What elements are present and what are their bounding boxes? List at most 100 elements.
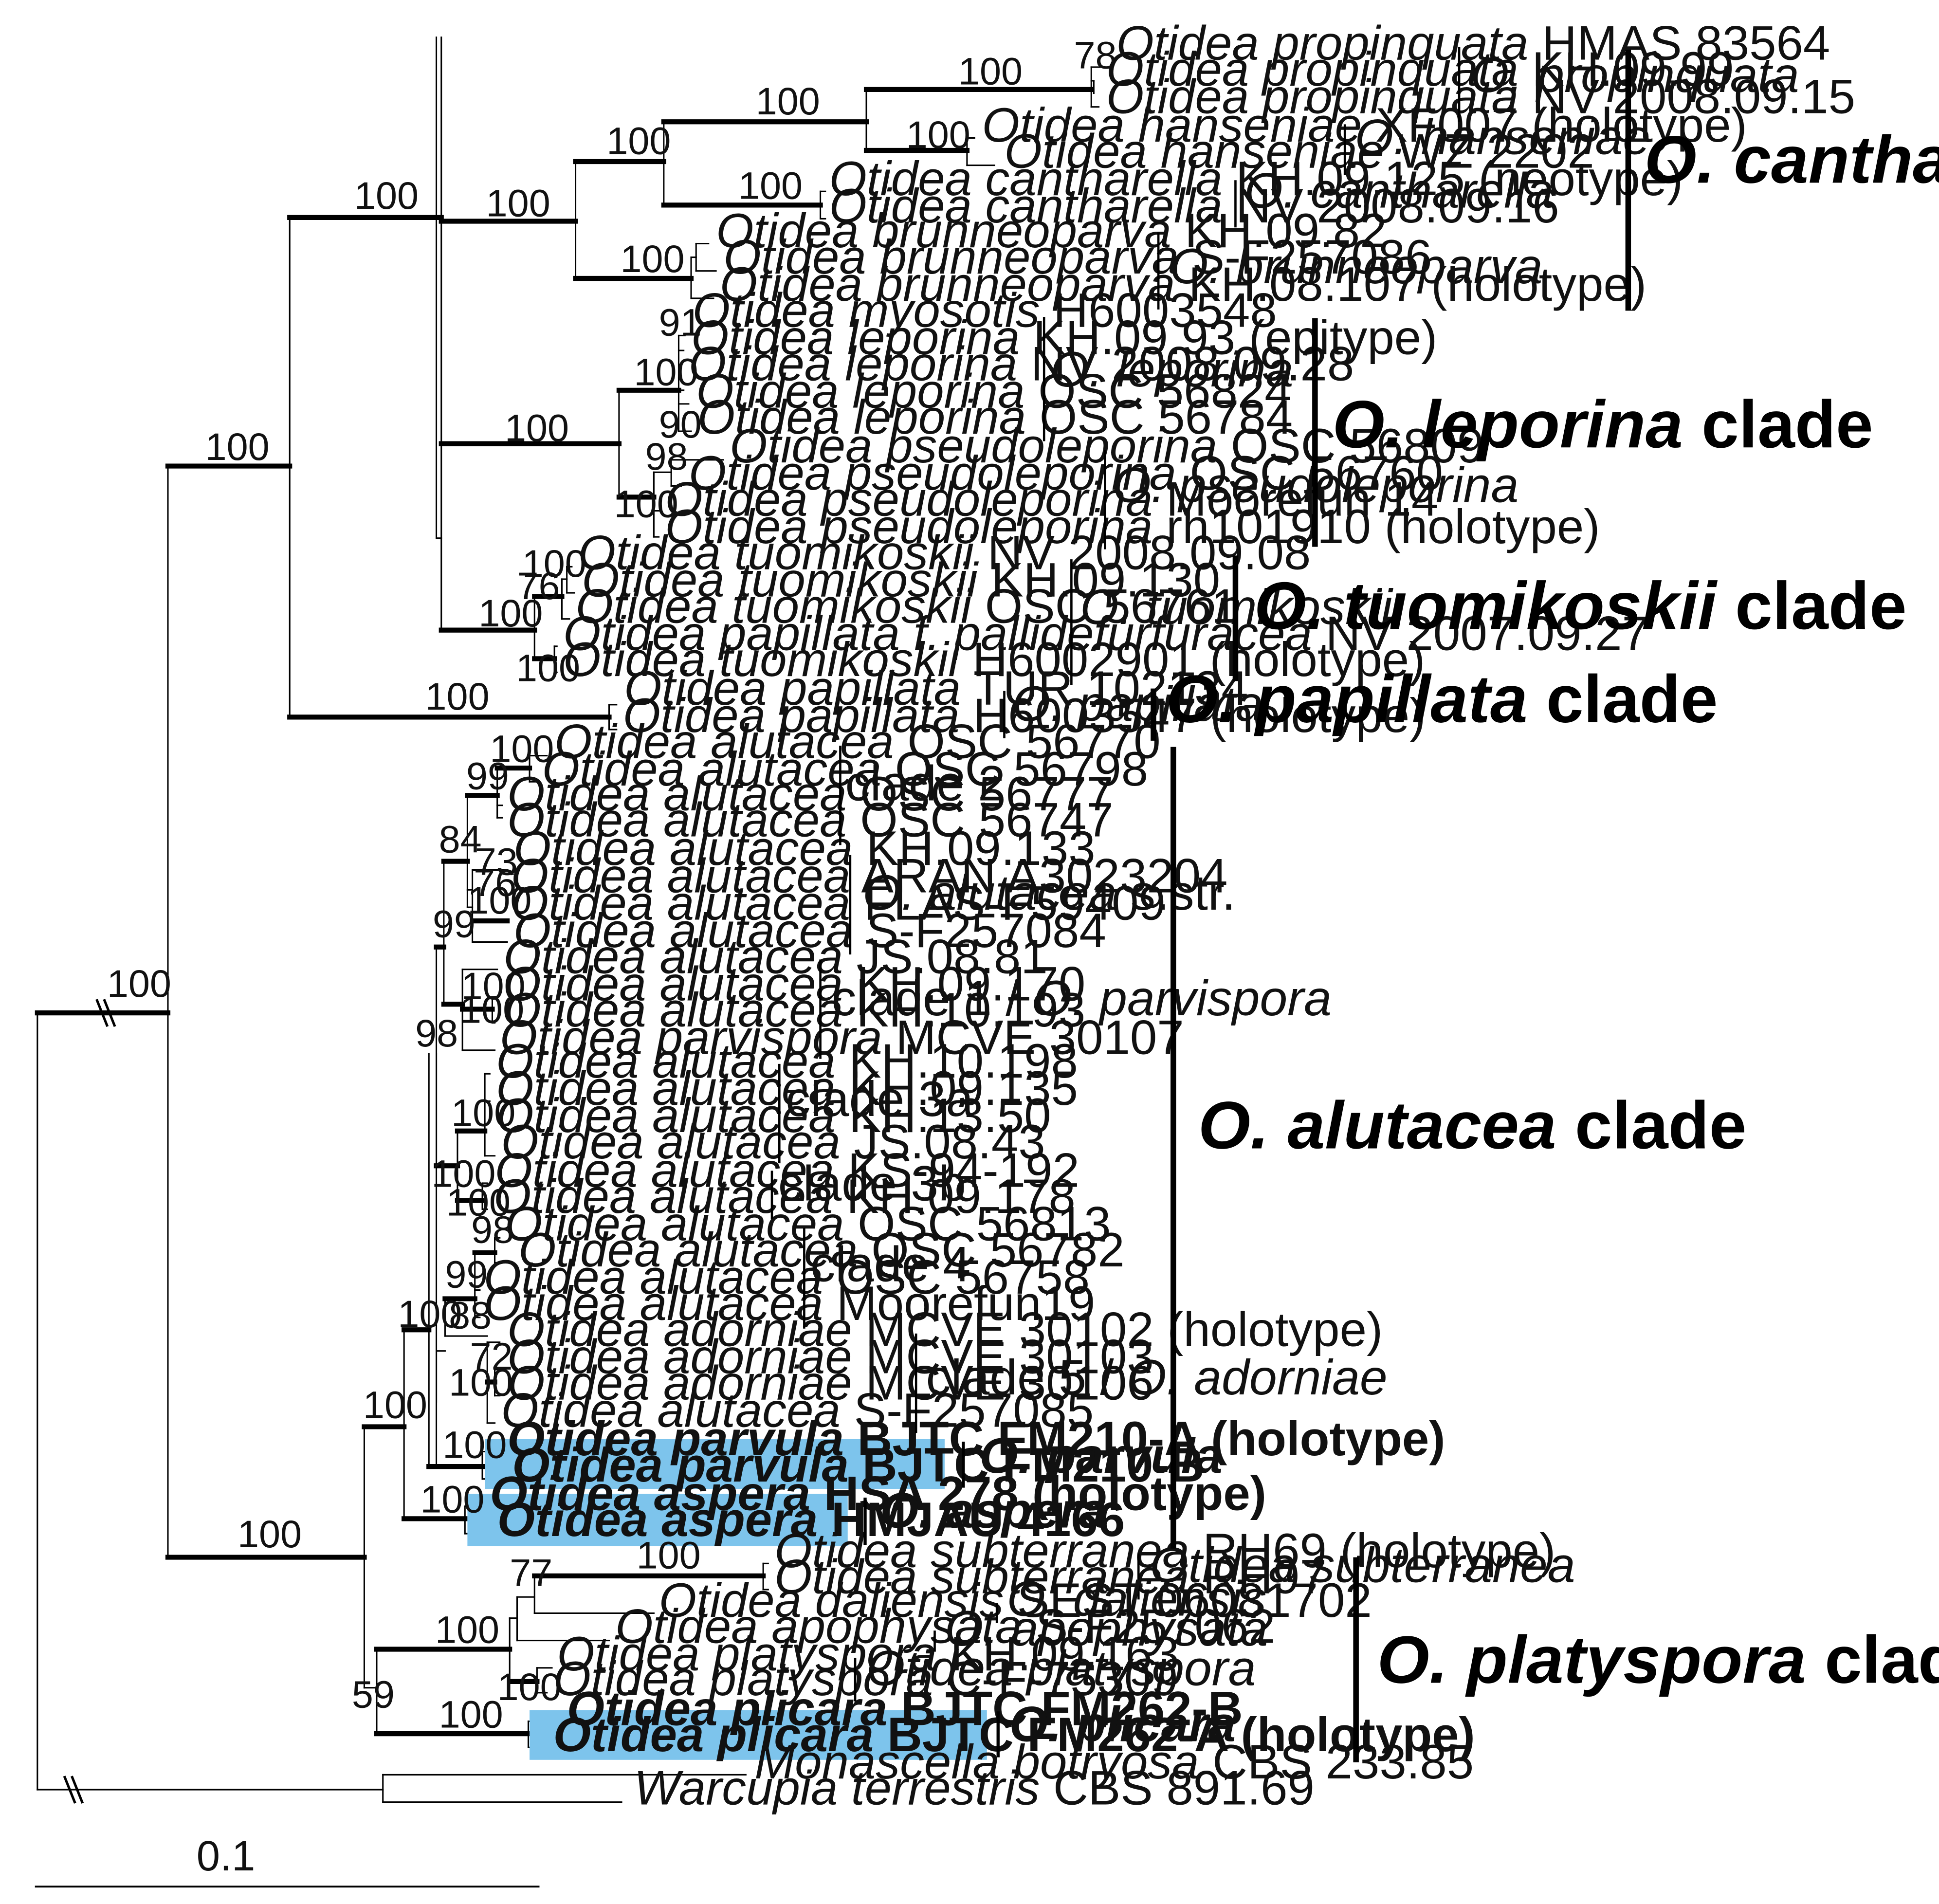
- taxon-label: Otidea platyspora KH.09.163: [557, 1627, 1179, 1681]
- branch-break-mark: [95, 999, 109, 1027]
- bootstrap-value: 100: [606, 119, 671, 163]
- taxon-label: Otidea leporina KH.09.93 (epitype): [691, 311, 1437, 365]
- new-species-highlight: [485, 1439, 945, 1489]
- bootstrap-value: 100: [451, 1091, 515, 1134]
- bootstrap-value: 99: [466, 754, 509, 797]
- species-group-label: Otidea subterranea: [1150, 1538, 1575, 1593]
- species-group-label: O. apophysata: [945, 1601, 1268, 1656]
- bootstrap-value: 100: [460, 988, 524, 1031]
- bootstrap-value: 73: [475, 840, 518, 883]
- taxon-label: Otidea hanseniae XF007 (holotype): [982, 98, 1747, 152]
- taxon-label: Otidea alutacea ARAN A3023204: [511, 849, 1228, 903]
- taxon-label: Otidea propinquata NV 2008.09.15: [1106, 70, 1855, 124]
- taxon-label: Otidea pseudoleporina Moorefun 14: [665, 473, 1438, 527]
- bootstrap-value: 100: [435, 1608, 499, 1651]
- taxon-label: Otidea parvula BJTC FM210-A (holotype): [507, 1412, 1445, 1466]
- taxon-label: Otidea alutacea JS.08.43: [501, 1115, 1045, 1169]
- bootstrap-value: 100: [516, 646, 580, 689]
- bootstrap-value: 100: [431, 1152, 495, 1195]
- branch-break-mark: [103, 999, 116, 1027]
- taxon-label: Otidea alutacea Moorefun19: [484, 1277, 1096, 1331]
- taxon-label: Otidea plicara BJTC FM262-B: [567, 1682, 1243, 1736]
- bootstrap-value: 100: [354, 174, 419, 217]
- new-species-highlight: [530, 1710, 987, 1760]
- taxon-label: Otidea hanseniae WZ 2202: [1004, 125, 1594, 179]
- taxon-label: Otidea parvispora MCVE 30107: [500, 1010, 1184, 1064]
- bootstrap-value: 98: [645, 435, 688, 478]
- bootstrap-value: 100: [505, 406, 569, 450]
- major-clade-label: O. tuomikoskii clade: [1254, 568, 1907, 643]
- taxon-label: Otidea alutacea JS.08.81: [503, 930, 1047, 984]
- taxon-label: Otidea leporina OSC 56824: [696, 365, 1291, 419]
- bootstrap-value: 78: [1074, 33, 1116, 76]
- species-group-label: O. daliensis: [1007, 1571, 1267, 1627]
- bootstrap-value: 100: [425, 675, 490, 718]
- species-group-label: clade 4: [810, 1237, 970, 1292]
- tree-branches: [35, 37, 1112, 1804]
- taxon-label: Otidea alutacea KH.09.133: [513, 822, 1096, 876]
- bootstrap-value: 100: [205, 425, 270, 468]
- taxon-label: Otidea leporina NV 2008.09.28: [689, 337, 1354, 391]
- species-group-label: O. hanseniae: [1355, 110, 1651, 165]
- taxon-label: Otidea subterranea RH69 (holotype): [774, 1524, 1555, 1578]
- bootstrap-value: 88: [449, 1294, 492, 1337]
- species-group-label: clade 3a: [786, 1071, 973, 1127]
- bootstrap-value: 100: [637, 1534, 701, 1577]
- species-group-label: O. alutacea s.str.: [862, 865, 1235, 920]
- taxon-label: Otidea subterranea RH97: [774, 1550, 1327, 1604]
- taxon-label: Otidea tuomikoskii NV 2008.09.08: [578, 526, 1311, 580]
- taxon-label: Otidea propinquata HMAS 83564: [1116, 17, 1830, 71]
- taxon-label: Otidea papillata TUR 102134: [624, 661, 1248, 715]
- major-clade-label: O. cantharella clade: [1645, 122, 1939, 197]
- bootstrap-value: 76: [517, 564, 560, 607]
- taxon-label: Otidea adorniae MCVE 30103: [507, 1330, 1154, 1384]
- bootstrap-value: 100: [620, 237, 684, 280]
- bootstrap-value: 100: [442, 1423, 507, 1466]
- taxon-label: Otidea alutacea S-F257084: [513, 904, 1106, 958]
- bootstrap-value: 90: [659, 403, 702, 446]
- taxon-label: Otidea brunneoparva KH.09.82: [716, 204, 1387, 258]
- bootstrap-value: 100: [467, 879, 531, 922]
- major-clade-label: O. papillata clade: [1166, 662, 1718, 737]
- taxon-label: Monascella botryosa CBS 233.85: [754, 1735, 1474, 1789]
- new-species-highlight: [467, 1494, 848, 1546]
- taxon-label: Otidea alutacea OSC 56777: [507, 767, 1114, 821]
- taxon-label: Otidea cantharella KH.09.125 (neotype): [829, 152, 1683, 206]
- bootstrap-value: 100: [634, 350, 698, 394]
- taxon-label: Otidea alutacea KH.10.193: [503, 983, 1085, 1037]
- bootstrap-value: 100: [420, 1478, 484, 1521]
- bootstrap-value: 100: [486, 181, 550, 224]
- major-clade-label: O. platyspora clade: [1377, 1622, 1939, 1697]
- bootstrap-value: 72: [470, 1335, 512, 1378]
- taxon-label: Otidea alutacea S-F257085: [501, 1383, 1094, 1437]
- bootstrap-value: 100: [363, 1383, 427, 1427]
- bootstrap-value: 100: [449, 1361, 513, 1404]
- major-clade-label: O. alutacea clade: [1198, 1088, 1747, 1163]
- taxon-label: Otidea papillata H6003547 (holotype): [623, 689, 1426, 743]
- bootstrap-value: 99: [445, 1252, 488, 1296]
- bootstrap-value: 77: [510, 1551, 552, 1594]
- taxon-label: Otidea alutacea OSC 56747: [507, 793, 1114, 847]
- bootstrap-value: 100: [398, 1292, 462, 1336]
- taxon-label: Otidea alutacea OSC 56798: [542, 742, 1149, 796]
- bootstrap-value: 98: [471, 1208, 514, 1251]
- taxon-label: Otidea alutacea KH.09.178: [494, 1170, 1076, 1224]
- highlight-boxes: [467, 1439, 987, 1760]
- species-group-label: O. aspera: [880, 1483, 1106, 1538]
- taxon-label: Otidea tuomikoskii OSC 56761: [576, 579, 1239, 633]
- taxon-label: Otidea platyspora C-F-75309: [553, 1652, 1178, 1706]
- taxon-label: Otidea alutacea KS-94-192: [495, 1144, 1079, 1198]
- bootstrap-value: 91: [659, 300, 702, 344]
- species-group-label: O. cantharella: [1244, 163, 1554, 218]
- bootstrap-value: 59: [352, 1673, 395, 1716]
- species-group-label: O. parvula: [979, 1428, 1222, 1483]
- taxon-label: Otidea papillata f. pallidefurfuracea NV…: [563, 606, 1649, 660]
- bootstrap-value: 100: [738, 164, 803, 207]
- species-group-label: clade 3b: [778, 1156, 966, 1211]
- taxon-label: Otidea adorniae MCVE 30106: [507, 1356, 1154, 1410]
- bootstrap-value: 76: [474, 861, 516, 904]
- bootstrap-value: 100: [522, 542, 586, 585]
